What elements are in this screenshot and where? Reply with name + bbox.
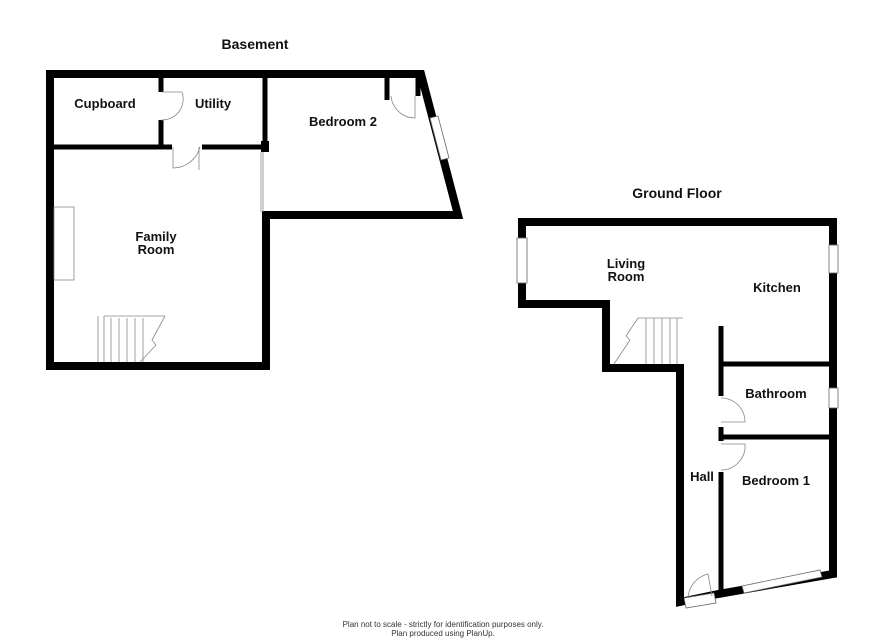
bedroom1-door-swing	[720, 443, 746, 471]
ground-floor-plan: Ground Floor Living Room Kitchen Bathroo	[516, 185, 839, 609]
room-label-living: Living	[607, 256, 645, 271]
basement-title: Basement	[222, 36, 289, 52]
bathroom-door-swing	[720, 397, 746, 423]
basement-plan: Basement	[46, 36, 464, 370]
bedroom1-window	[741, 569, 823, 594]
room-label-hall: Hall	[690, 469, 714, 484]
basement-outer-wall	[46, 70, 464, 370]
room-label-bathroom: Bathroom	[745, 386, 806, 401]
basement-stairs	[97, 315, 166, 363]
front-door-opening[interactable]	[683, 592, 717, 609]
chimney-breast	[53, 206, 75, 281]
door-swing	[390, 95, 416, 119]
wall-pier	[261, 141, 269, 152]
room-label-room: Room	[608, 269, 645, 284]
living-room-window	[516, 237, 528, 284]
bathroom-window	[828, 387, 839, 409]
ground-floor-title: Ground Floor	[632, 185, 722, 201]
front-door-swing	[687, 573, 713, 599]
door-swing	[172, 146, 201, 169]
ground-outer-wall	[518, 218, 837, 607]
kitchen-window	[828, 244, 839, 274]
room-label-kitchen: Kitchen	[753, 280, 801, 295]
door-swing	[160, 91, 184, 121]
footer-credit: Plan produced using PlanUp.	[391, 629, 495, 638]
room-label-bedroom-1: Bedroom 1	[742, 473, 810, 488]
footer-disclaimer: Plan not to scale - strictly for identif…	[343, 620, 544, 629]
room-label-bedroom-2: Bedroom 2	[309, 114, 377, 129]
bedroom2-window	[429, 115, 450, 161]
room-label-utility: Utility	[195, 96, 232, 111]
room-label-cupboard: Cupboard	[74, 96, 135, 111]
room-label-room: Room	[138, 242, 175, 257]
room-label-family: Family	[135, 229, 177, 244]
ground-stairs	[613, 317, 683, 365]
